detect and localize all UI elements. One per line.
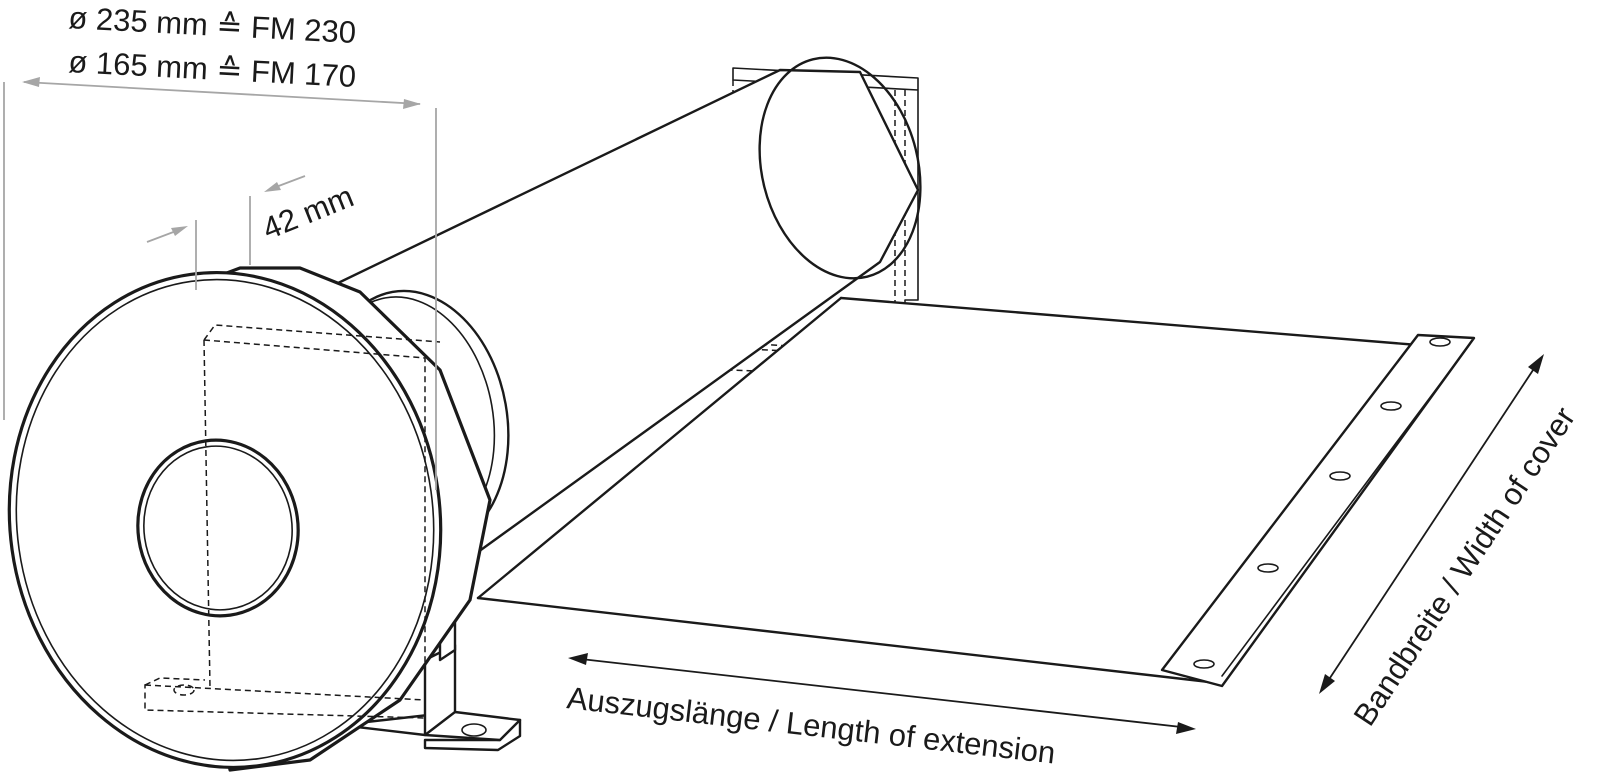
- cover-width-arrow: [1319, 354, 1544, 694]
- diameter-large-label: ø 235 mm ≙ FM 230: [68, 0, 357, 50]
- extension-length-arrow: [568, 653, 1196, 734]
- mounting-hole: [1257, 563, 1279, 573]
- mounting-hole: [1429, 337, 1451, 347]
- cover-end-bar: [1160, 333, 1476, 688]
- mounting-hole: [1329, 471, 1351, 481]
- mounting-hole: [461, 723, 487, 737]
- dimension-lines: [3, 77, 437, 490]
- extension-length-label: Auszugslänge / Length of extension: [565, 680, 1057, 770]
- front-flange: [7, 266, 492, 772]
- mounting-hole: [1193, 659, 1215, 669]
- mounting-hole: [1380, 401, 1402, 411]
- hidden-bracket-lines: [144, 324, 441, 719]
